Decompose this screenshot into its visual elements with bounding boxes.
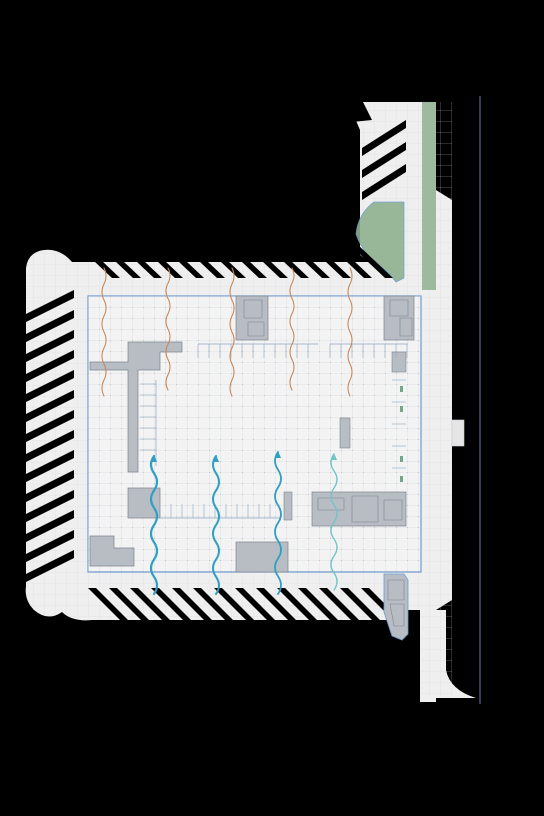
marker: [400, 406, 403, 412]
fin-north: [362, 164, 406, 200]
inflow-arrows: [149, 451, 338, 596]
outflow-wave: [229, 267, 235, 397]
marker: [400, 386, 403, 392]
fin-bottom: [193, 588, 237, 624]
service-cores: [89, 295, 415, 641]
fin-top: [265, 244, 309, 278]
fin-bottom: [298, 588, 342, 624]
outflow-wave: [165, 267, 171, 391]
fin-left: [22, 290, 74, 324]
fin-left: [22, 490, 74, 524]
fin-bottom: [214, 588, 258, 624]
fin-top: [76, 244, 120, 278]
core-west-spine: [89, 341, 183, 473]
inflow-wave: [330, 453, 338, 591]
fin-bottom: [130, 588, 174, 624]
arrow-up-icon: [331, 453, 337, 460]
fin-bottom: [151, 588, 195, 624]
fin-left: [22, 370, 74, 404]
parking-bays: [140, 343, 408, 519]
fin-north: [362, 120, 406, 156]
arrow-up-icon: [275, 451, 281, 458]
outflow-wave: [347, 267, 353, 397]
fin-left: [22, 550, 74, 584]
fin-top: [139, 244, 183, 278]
fin-top: [181, 244, 225, 278]
fin-top: [118, 244, 162, 278]
fin-left: [22, 310, 74, 344]
fin-bottom: [172, 588, 216, 624]
fin-top: [328, 244, 372, 278]
core-east-small: [391, 351, 407, 373]
fin-left: [22, 390, 74, 424]
outflow-wave: [289, 267, 295, 391]
fin-north: [362, 142, 406, 178]
fin-left: [22, 330, 74, 364]
fin-north-cap: [340, 96, 372, 122]
fin-top: [202, 244, 246, 278]
inflow-wave: [274, 451, 282, 595]
fin-top: [349, 244, 393, 278]
fin-bottom: [235, 588, 279, 624]
outflow-wave: [101, 267, 107, 397]
fin-left: [22, 350, 74, 384]
inflow-wave: [212, 455, 220, 595]
louver-fins: [22, 96, 406, 624]
fin-bottom: [277, 588, 321, 624]
fin-top: [223, 244, 267, 278]
core-south-corner: [89, 535, 135, 567]
planting-beds: [355, 102, 436, 290]
fin-left: [22, 430, 74, 464]
inflow-wave: [149, 454, 159, 596]
fin-bottom: [340, 588, 384, 624]
core-south-west: [127, 487, 161, 519]
fin-left: [22, 510, 74, 544]
fin-bottom: [109, 588, 153, 624]
fin-left: [22, 410, 74, 444]
arrow-up-icon: [151, 455, 157, 462]
fin-top: [97, 244, 141, 278]
marker: [400, 456, 403, 462]
fin-bottom: [319, 588, 363, 624]
fin-left: [22, 450, 74, 484]
fin-top: [160, 244, 204, 278]
fin-left: [22, 470, 74, 504]
fin-top: [244, 244, 288, 278]
outflow-lines: [101, 267, 353, 397]
core-center-small: [339, 417, 351, 449]
core-south-stair: [383, 573, 409, 641]
core-south-east: [311, 491, 407, 527]
arrow-up-icon: [213, 455, 219, 462]
fin-bottom: [88, 588, 132, 624]
marker: [400, 476, 403, 482]
fin-bottom: [256, 588, 300, 624]
fin-top: [307, 244, 351, 278]
fin-top: [286, 244, 330, 278]
fin-left: [22, 530, 74, 564]
